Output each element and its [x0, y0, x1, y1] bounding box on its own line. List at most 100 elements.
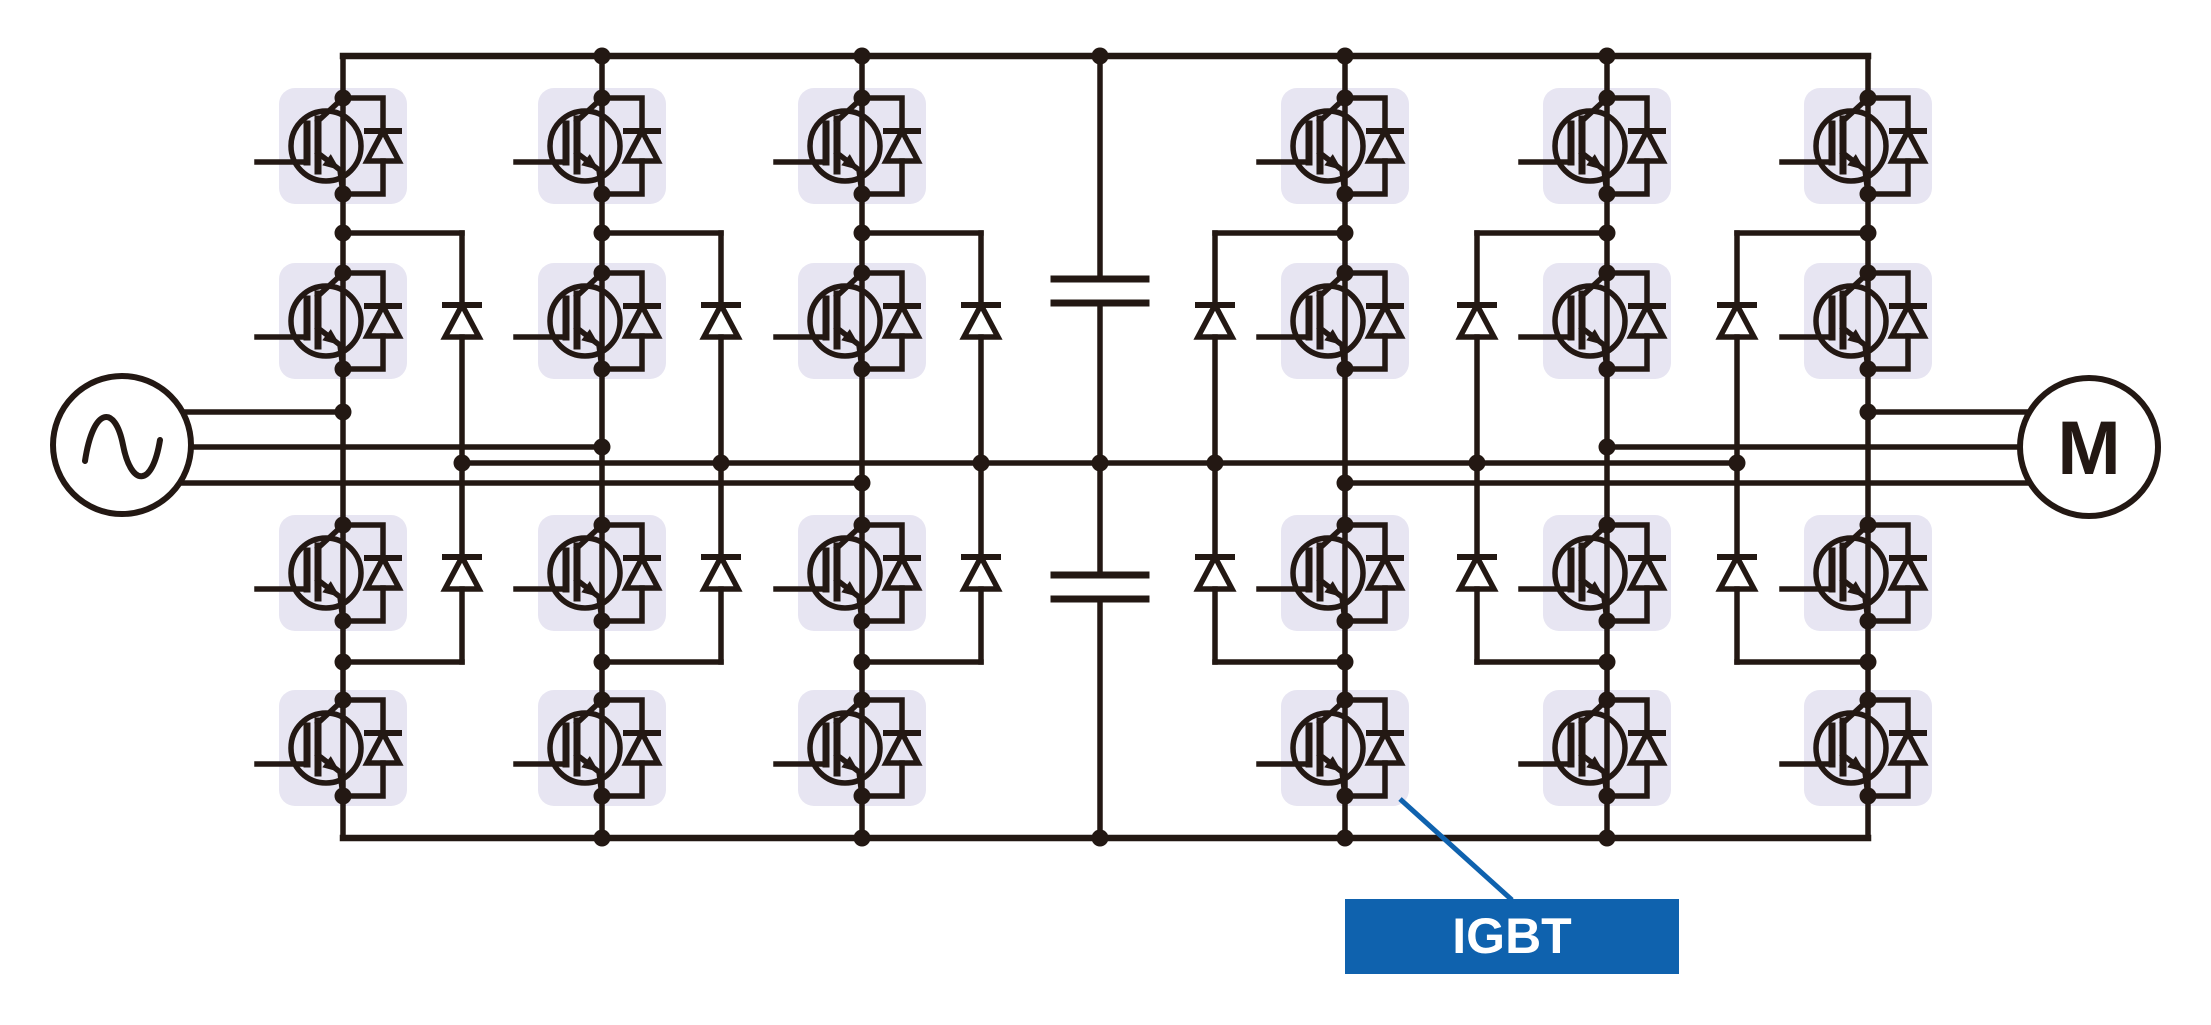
wire: [1604, 95, 1650, 134]
junction-dot: [334, 787, 352, 805]
wire: [1865, 697, 1911, 736]
wire: [859, 697, 905, 736]
junction-dot: [1206, 454, 1224, 472]
junction-dot: [1859, 224, 1877, 242]
igbt-callout-label: IGBT: [1452, 908, 1571, 964]
diode-triangle: [440, 299, 484, 340]
diode-triangle: [699, 299, 743, 340]
junction-layer: [334, 47, 1877, 847]
wire: [1342, 697, 1388, 736]
wire: [1342, 270, 1388, 309]
junction-dot: [1598, 47, 1616, 65]
motor-symbol: M: [2017, 375, 2161, 519]
emitter-arrow: [1586, 756, 1604, 772]
wire: [1342, 333, 1388, 372]
junction-dot: [1598, 89, 1616, 107]
junction-dot: [334, 691, 352, 709]
wire: [340, 95, 386, 134]
emitter-arrow: [841, 329, 859, 345]
wire: [340, 760, 386, 799]
junction-dot: [1859, 787, 1877, 805]
junction-dot: [593, 438, 611, 456]
clamp-diode-icon: [1193, 551, 1237, 592]
junction-dot: [853, 691, 871, 709]
junction-dot: [1598, 787, 1616, 805]
junction-dot: [853, 89, 871, 107]
motor-label: M: [2057, 406, 2120, 491]
junction-dot: [1598, 224, 1616, 242]
clamp-diode-icon: [1715, 551, 1759, 592]
diode-triangle: [1715, 299, 1759, 340]
emitter-arrow: [841, 154, 859, 170]
junction-dot: [853, 474, 871, 492]
wire: [1342, 158, 1388, 197]
diode-triangle: [1193, 551, 1237, 592]
emitter-arrow: [581, 756, 599, 772]
emitter-arrow: [1847, 154, 1865, 170]
junction-dot: [1859, 516, 1877, 534]
junction-dot: [334, 653, 352, 671]
freewheel-diode-icon: [859, 270, 923, 372]
emitter-arrow: [1586, 581, 1604, 597]
wire: [1604, 585, 1650, 624]
junction-dot: [334, 516, 352, 534]
wire: [599, 95, 645, 134]
emitter-arrow: [1586, 154, 1604, 170]
junction-dot: [1336, 474, 1354, 492]
junction-dot: [1336, 787, 1354, 805]
wire: [340, 270, 386, 309]
dc-link-capacitor: [1050, 571, 1150, 603]
junction-dot: [453, 454, 471, 472]
junction-dot: [853, 185, 871, 203]
junction-dot: [1336, 653, 1354, 671]
wire: [1604, 333, 1650, 372]
junction-dot: [334, 360, 352, 378]
clamp-diode-icon: [1455, 299, 1499, 340]
wire: [1604, 760, 1650, 799]
junction-dot: [593, 653, 611, 671]
junction-dot: [1859, 653, 1877, 671]
emitter-arrow: [581, 154, 599, 170]
motor-circle: [2017, 375, 2161, 519]
freewheel-diode-icon: [1604, 270, 1668, 372]
wire: [340, 333, 386, 372]
junction-dot: [334, 612, 352, 630]
junction-dot: [1859, 612, 1877, 630]
junction-dot: [853, 787, 871, 805]
wire: [599, 585, 645, 624]
igbt-cell: [773, 696, 923, 800]
emitter-arrow: [1324, 581, 1342, 597]
igbt-cell: [254, 696, 404, 800]
clamp-diode-icon: [440, 299, 484, 340]
junction-dot: [1598, 653, 1616, 671]
emitter-arrow: [1847, 756, 1865, 772]
junction-dot: [1468, 454, 1486, 472]
diode-triangle: [1455, 299, 1499, 340]
junction-dot: [1336, 829, 1354, 847]
junction-dot: [593, 185, 611, 203]
junction-dot: [1598, 516, 1616, 534]
freewheel-diode-icon: [1865, 697, 1929, 799]
wire: [599, 333, 645, 372]
junction-dot: [334, 89, 352, 107]
junction-dot: [853, 829, 871, 847]
junction-dot: [1598, 360, 1616, 378]
wire: [599, 760, 645, 799]
clamp-diode-icon: [959, 551, 1003, 592]
freewheel-diode-icon: [340, 95, 404, 197]
emitter-arrow: [322, 581, 340, 597]
junction-dot: [1091, 47, 1109, 65]
diode-triangle: [440, 551, 484, 592]
junction-dot: [1336, 612, 1354, 630]
igbt-cell: [1779, 696, 1929, 800]
wire: [1865, 760, 1911, 799]
wire: [1342, 95, 1388, 134]
wire: [859, 270, 905, 309]
freewheel-diode-icon: [1342, 270, 1406, 372]
igbt-cell: [773, 521, 923, 625]
wire: [1604, 158, 1650, 197]
wire: [1342, 585, 1388, 624]
igbt-cell: [1779, 521, 1929, 625]
wire: [1342, 760, 1388, 799]
